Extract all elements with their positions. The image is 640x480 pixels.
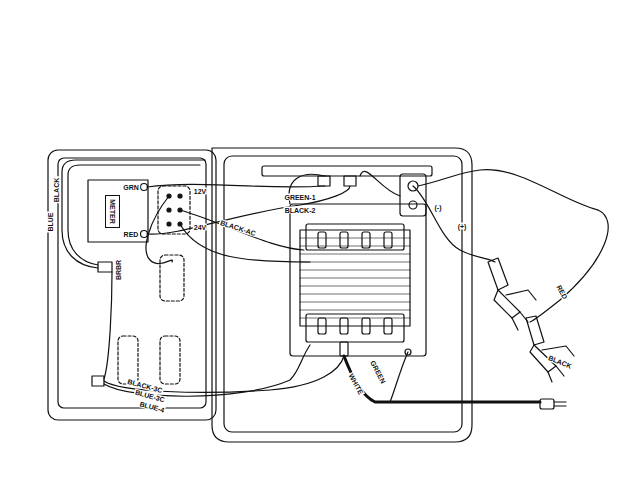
transformer [300,224,411,356]
wire-label: 24V [193,224,207,231]
wire-label: WHITE [347,372,365,397]
red-clamp [488,258,536,330]
wire-label: BLACK-AC [218,219,257,238]
wire-label: BLUE [47,211,54,232]
plug-connector [92,376,104,386]
wire-label: BLACK [53,177,60,204]
plug-connector [98,262,112,272]
wire-label: BLACK-2 [284,207,317,214]
wire-label: GREEN [369,358,388,385]
wire-label: (-) [434,204,443,211]
connector-block [160,336,180,384]
connector-block [118,336,138,384]
wire-label: GREEN-1 [283,194,316,201]
rectifier-diode [318,176,330,186]
wire-label: 12V [193,188,207,195]
power-plug [540,399,566,409]
wire-label: BRBR [115,259,122,281]
wire-label: BLACK [546,354,573,370]
terminal-bracket [400,174,426,216]
wire-label: (+) [457,223,468,230]
wire-label: RED [123,231,140,238]
meter-housing [88,180,148,242]
rectifier-diode [344,176,356,186]
meter-label: METER [109,199,116,224]
right-housing [212,148,472,442]
terminal-post [409,201,417,209]
left-housing [48,150,216,420]
left-panel [58,158,206,408]
meter-face: METER [105,195,120,228]
wires [62,160,608,402]
wire-label: GRN [122,184,140,191]
transformer-plate [290,204,426,356]
wire-label: RED [555,283,569,301]
black-clamp [526,316,574,382]
selector-switch [158,186,190,234]
